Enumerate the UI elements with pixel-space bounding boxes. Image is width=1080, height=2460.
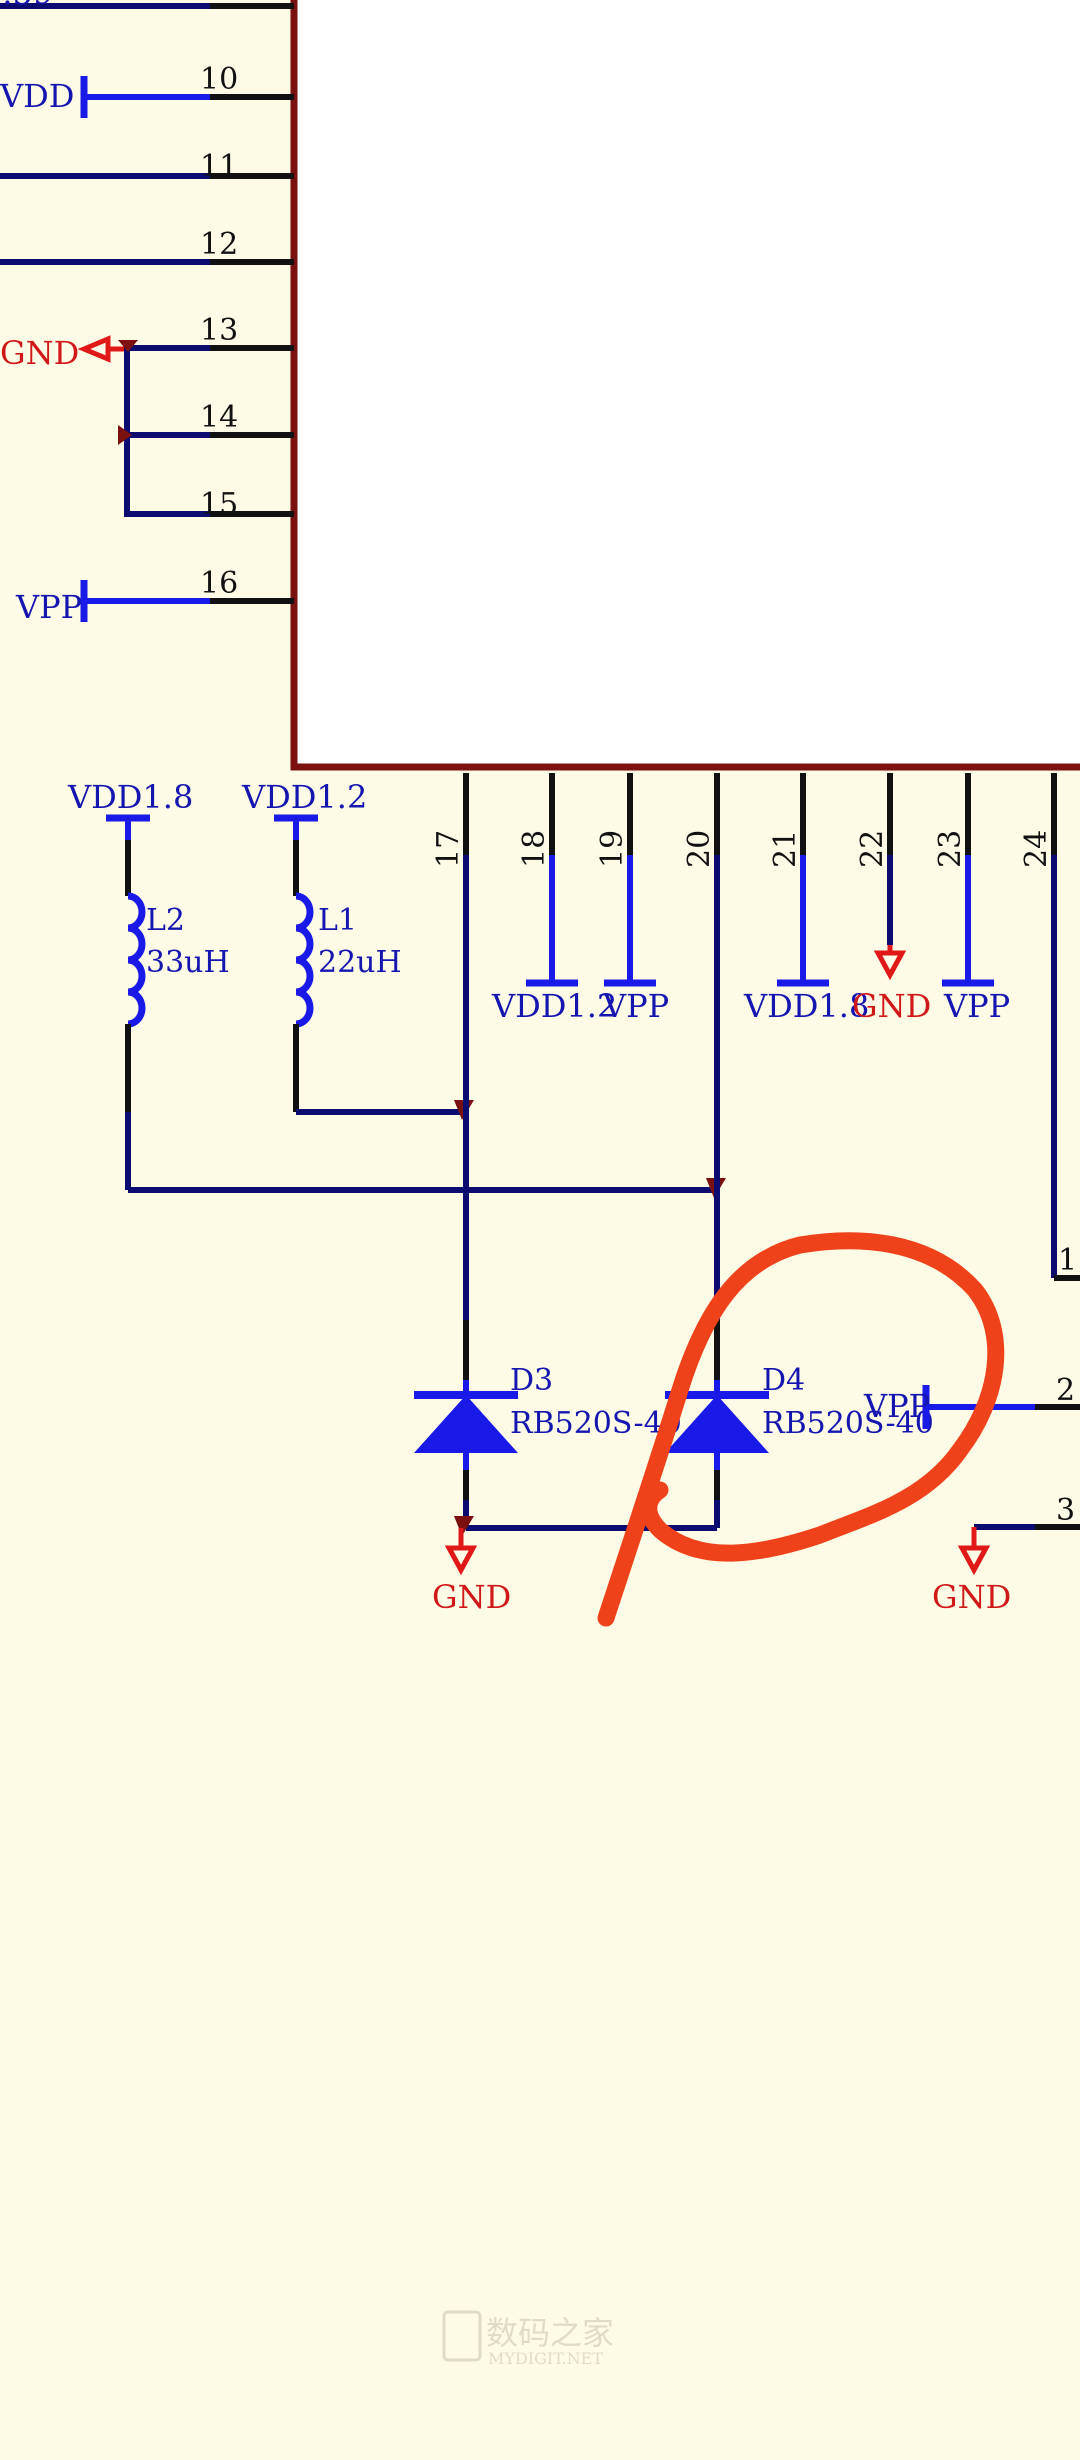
diode-d3 <box>414 1380 518 1470</box>
net-label-l2-supply: VDD1.8 <box>67 778 193 816</box>
pin-number-14: 14 <box>200 400 238 435</box>
net-label-pin19: VPP <box>602 987 669 1025</box>
pin-number-21: 21 <box>768 830 803 868</box>
pin-number-16: 16 <box>200 566 238 601</box>
pin-number-15: 15 <box>200 487 238 522</box>
pin-number-13: 13 <box>200 313 238 348</box>
left-pins <box>0 3 294 622</box>
connector-pin-2: 2 <box>1056 1373 1075 1408</box>
ground-symbol-d3 <box>444 1528 478 1576</box>
bottom-pin-numbers: 17 18 19 20 21 22 23 24 <box>431 830 1054 868</box>
net-label-pin18: VDD1.2 <box>491 987 617 1025</box>
net-label-pin22: GND <box>852 987 931 1025</box>
pin-number-20: 20 <box>682 830 717 868</box>
inductor-l1-ref: L1 <box>318 903 357 938</box>
pin-number-19: 19 <box>595 830 630 868</box>
diode-d4-ref: D4 <box>762 1363 805 1398</box>
inductor-l2 <box>106 814 150 1190</box>
net-label-pin16: VPP <box>15 588 82 626</box>
net-label-pin23: VPP <box>943 987 1010 1025</box>
watermark-en: MYDIGIT.NET <box>488 2349 603 2368</box>
right-connector <box>922 1385 1080 1576</box>
pin-number-23: 23 <box>933 830 968 868</box>
right-connector-numbers: 1 2 3 <box>1056 1243 1077 1528</box>
inductor-l1 <box>274 814 318 1112</box>
diode-d3-ref: D3 <box>510 1363 553 1398</box>
net-label-l1-supply: VDD1.2 <box>241 778 367 816</box>
connector-pin-3: 3 <box>1056 1493 1075 1528</box>
left-net-labels: ...59 VDD GND VPP <box>0 0 82 626</box>
pin-number-17: 17 <box>431 830 466 868</box>
ground-label-d3: GND <box>432 1578 511 1616</box>
net-label-pin13: GND <box>0 334 79 372</box>
pin-number-12: 12 <box>200 227 238 262</box>
pin-number-18: 18 <box>517 830 552 868</box>
inductor-l1-value: 22uH <box>318 945 402 980</box>
handdrawn-annotation <box>597 1232 1005 1627</box>
ground-label-connector-pin3: GND <box>932 1578 1011 1616</box>
pin-number-11: 11 <box>200 149 238 184</box>
watermark-cn: 数码之家 <box>486 2314 614 2352</box>
inductor-l2-value: 33uH <box>146 945 230 980</box>
net-label-pin10: VDD <box>0 77 74 115</box>
inductor-l2-ref: L2 <box>146 903 185 938</box>
pin-number-10: 10 <box>200 62 238 97</box>
net-label-pin9: ...59 <box>0 0 53 12</box>
diode-d3-part: RB520S-40 <box>510 1406 682 1441</box>
pin-number-24: 24 <box>1019 830 1054 868</box>
left-pin-numbers: 10 11 12 13 14 15 16 <box>200 62 238 601</box>
ic-chip <box>290 0 1080 771</box>
connector-pin-1: 1 <box>1058 1243 1077 1278</box>
pin-number-22: 22 <box>855 830 890 868</box>
bottom-net-labels: VDD1.2 VPP VDD1.8 GND VPP <box>491 987 1010 1025</box>
bottom-pins <box>463 773 1080 1281</box>
net-label-connector-pin2: VPP <box>863 1387 930 1425</box>
net-label-pin21: VDD1.8 <box>743 987 869 1025</box>
diode-d4-part: RB520S-40 <box>762 1406 934 1441</box>
net-wires <box>128 855 726 1536</box>
watermark: 数码之家 MYDIGIT.NET <box>442 2310 614 2368</box>
